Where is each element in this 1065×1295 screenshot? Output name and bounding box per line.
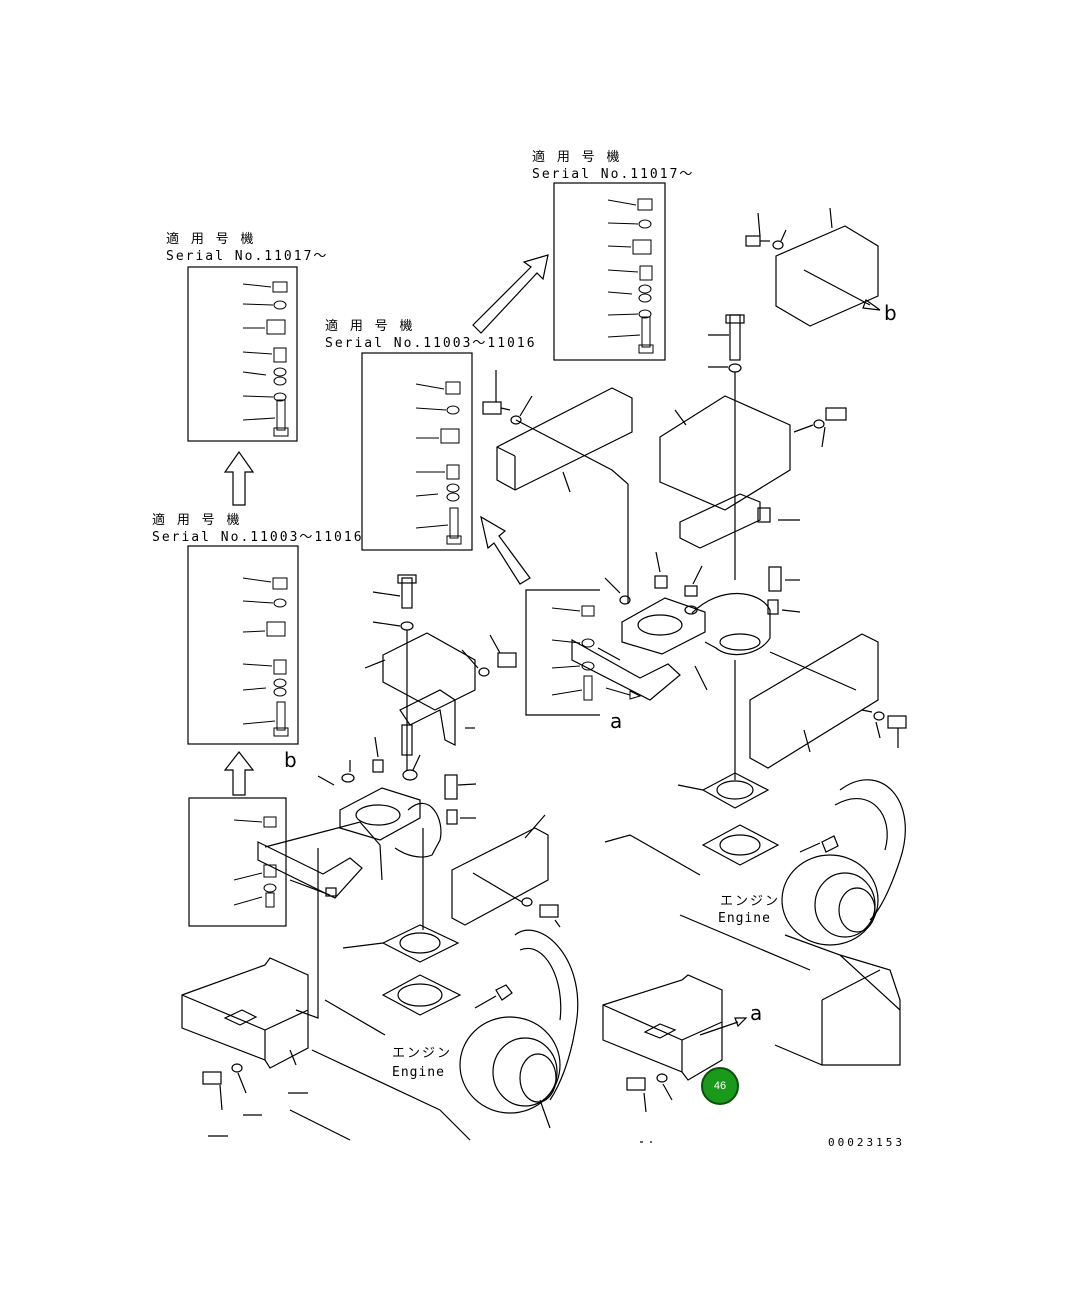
engine-label-left-en: Engine	[392, 1065, 445, 1080]
bracket-lower-left	[181, 848, 319, 1137]
variant-serial-top-right: Serial No.11017～	[532, 167, 695, 182]
engine-turbo-left	[289, 929, 579, 1141]
variant-parts-top-left	[242, 281, 289, 437]
detail-parts-lower-left	[233, 816, 277, 908]
detail-box-a	[525, 589, 600, 716]
variant-serial-top-left: Serial No.11017～	[166, 249, 329, 264]
engine-label-right-en: Engine	[718, 911, 771, 926]
variant-box-top-right	[553, 182, 666, 361]
arrow-to-mid	[480, 515, 531, 585]
variant-serial-mid: Serial No.11003～11016	[325, 336, 537, 351]
view-marker-a-upper: a	[610, 709, 623, 733]
variant-box-left	[187, 545, 299, 745]
arrow-to-top-right	[472, 254, 549, 334]
detail-box-lower-left	[188, 797, 287, 927]
gasket-right-lower	[701, 824, 780, 866]
callout-badge[interactable]: 46	[701, 1067, 739, 1105]
variant-parts-top-right	[607, 198, 654, 354]
variant-box-top-left	[187, 266, 298, 442]
engine-label-right-jp: エンジン	[720, 894, 781, 909]
engine-label-left-jp: エンジン	[392, 1046, 453, 1061]
view-marker-b-left: b	[284, 748, 297, 772]
cover-plate-upper-right	[745, 207, 881, 327]
bracket-lower-right	[602, 974, 748, 1143]
variant-box-mid	[361, 352, 473, 551]
exhaust-assembly-left	[257, 574, 561, 1016]
b-marker-arrow	[317, 775, 335, 786]
exhaust-assembly-right	[482, 314, 907, 780]
variant-label-top-right-jp: 適 用 号 機	[532, 150, 622, 165]
arrow-up-left-upper	[223, 450, 255, 506]
variant-label-top-left-jp: 適 用 号 機	[166, 232, 256, 247]
arrow-up-left-lower	[223, 751, 255, 796]
gasket-right-upper	[677, 772, 770, 809]
variant-parts-mid	[415, 381, 462, 545]
variant-serial-left: Serial No.11003～11016	[152, 530, 364, 545]
engine-turbo-right	[604, 779, 906, 1066]
view-marker-a-lower: a	[750, 1001, 763, 1025]
view-marker-b-right: b	[884, 301, 897, 325]
variant-parts-left	[242, 577, 289, 737]
variant-label-mid-jp: 適 用 号 機	[325, 319, 415, 334]
variant-label-left-jp: 適 用 号 機	[152, 513, 242, 528]
drawing-number: 00023153	[828, 1136, 905, 1149]
